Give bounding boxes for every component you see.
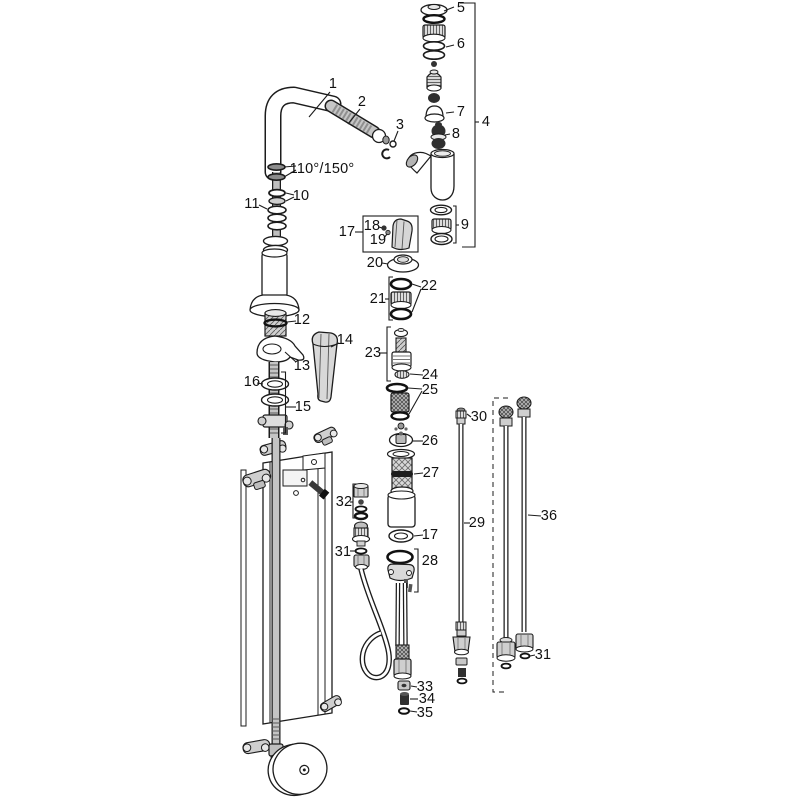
- non-return-valve-unit: [386, 431, 416, 460]
- part-label-2: 2: [357, 94, 367, 110]
- part-label-17: 17: [338, 224, 356, 240]
- part-label-33: 33: [416, 679, 434, 695]
- part-label-35: 35: [416, 705, 434, 721]
- handle-kit-box: [362, 215, 419, 253]
- part-label-29: 29: [468, 515, 486, 531]
- supply-hose-29: [452, 407, 471, 685]
- part-label-27: 27: [422, 465, 440, 481]
- part-label-1: 1: [328, 76, 338, 92]
- part-label-15: 15: [294, 399, 312, 415]
- part-label-11: 11: [244, 196, 260, 212]
- part-label-8: 8: [451, 126, 461, 142]
- leader-lines: [256, 2, 542, 713]
- riser-pipe-lower: [268, 438, 284, 760]
- part-label-14: 14: [336, 332, 354, 348]
- fixing-screw: [308, 480, 330, 500]
- part-label-19: 19: [369, 232, 387, 248]
- braided-hose-section: [390, 457, 414, 496]
- hose-clamp: [242, 739, 271, 755]
- spray-head-aerator-set: [429, 204, 453, 246]
- part-label-31: 31: [334, 544, 352, 560]
- part-label-16: 16: [243, 374, 261, 390]
- part-label-13: 13: [293, 358, 311, 374]
- part-label-25: 25: [421, 382, 439, 398]
- pullout-wand: [324, 99, 397, 160]
- part-label-34: 34: [418, 691, 436, 707]
- part-label-20: 20: [366, 255, 384, 271]
- part-label-17b: 17: [421, 527, 439, 543]
- part-label-28: 28: [421, 553, 439, 569]
- hose-clamp: [242, 468, 272, 491]
- lever-handle: [311, 331, 339, 403]
- aerator-cap-stack: [420, 3, 448, 123]
- part-label-4: 4: [481, 114, 491, 130]
- part-label-24: 24: [421, 367, 439, 383]
- part-label-9: 9: [460, 217, 470, 233]
- part-label-31b: 31: [534, 647, 552, 663]
- fixing-kit-32: [352, 483, 369, 521]
- mounting-set: [386, 548, 419, 593]
- coupler-seals: [385, 382, 410, 431]
- check-valve-cartridge: [430, 122, 447, 149]
- faucet-body-column: [249, 248, 305, 363]
- part-label-26: 26: [421, 433, 439, 449]
- part-label-21: 21: [369, 291, 387, 307]
- check-valve-fitting: [351, 521, 371, 547]
- part-label-23: 23: [364, 345, 382, 361]
- part-label-36: 36: [540, 508, 558, 524]
- part-label-6: 6: [456, 36, 466, 52]
- pullout-hose: [393, 582, 412, 680]
- part-label-10: 10: [292, 188, 310, 204]
- supply-hose-36: [515, 396, 534, 660]
- hose-clip: [313, 426, 338, 446]
- hose-connector-parts: [397, 680, 411, 715]
- spout-tube: [264, 86, 342, 181]
- part-label-12: 12: [293, 312, 311, 328]
- threaded-shank: [257, 362, 294, 438]
- part-label-5: 5: [456, 0, 466, 16]
- spray-head-body: [405, 148, 455, 201]
- swivel-angle-label: 110°/150°: [289, 161, 355, 177]
- escutcheon-ring: [386, 254, 420, 273]
- part-label-30: 30: [470, 409, 488, 425]
- part-label-32: 32: [335, 494, 353, 510]
- cartridge: [386, 326, 412, 382]
- part-label-3: 3: [395, 117, 405, 133]
- variant-group-dashed: [492, 397, 508, 693]
- supply-hose-variant: [496, 405, 516, 670]
- hose-weight-wheel: [267, 742, 328, 797]
- part-label-7: 7: [456, 104, 466, 120]
- part-label-22: 22: [420, 278, 438, 294]
- aerator-seal-group: [388, 276, 413, 321]
- shank-sleeve-cylinder: [387, 490, 416, 528]
- shank-washer: [388, 529, 414, 543]
- part-label-18: 18: [363, 218, 381, 234]
- hose-clip: [319, 695, 342, 713]
- pullout-hose-loop: [358, 568, 392, 681]
- hose-nipple-seal: [353, 547, 370, 570]
